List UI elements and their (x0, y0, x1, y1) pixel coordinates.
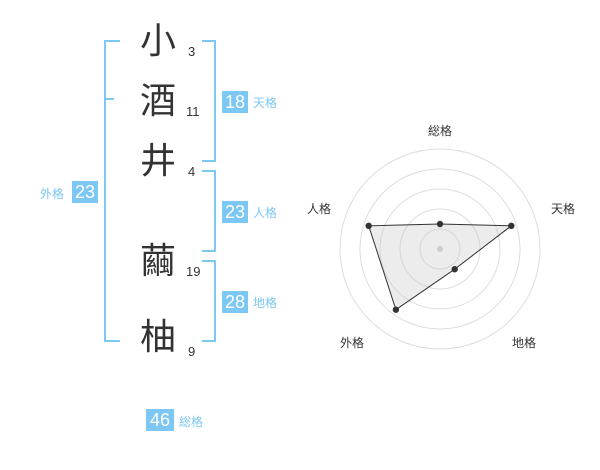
name-char-2: 酒 (140, 81, 177, 122)
name-char-4: 繭 (140, 241, 177, 282)
jinkaku-label: 人格 (253, 206, 278, 220)
stroke-count-4: 19 (186, 264, 201, 279)
gaikaku-bracket (104, 40, 120, 342)
soukaku-label: 総格 (179, 415, 204, 429)
radar-ring (359, 168, 521, 330)
radar-label-soukaku: 総格 (428, 124, 453, 138)
tenkaku-bracket (202, 40, 216, 162)
radar-point (365, 222, 372, 230)
name-char-3: 井 (140, 141, 177, 182)
chikaku-badge: 28 (222, 291, 248, 313)
tenkaku-label: 天格 (253, 96, 278, 110)
jinkaku-badge: 23 (222, 201, 248, 223)
gaikaku-label: 外格 (40, 187, 65, 201)
radar-grid (339, 148, 541, 350)
radar-polygon (368, 223, 513, 311)
radar-label-gaikaku: 外格 (340, 336, 365, 350)
radar-label-chikaku: 地格 (512, 336, 537, 350)
stroke-count-1: 3 (188, 44, 196, 59)
chikaku-bracket (202, 260, 216, 342)
jinkaku-bracket (202, 170, 216, 252)
radar-point (451, 266, 458, 273)
radar-label-tenkaku: 天格 (551, 202, 576, 216)
radar-ring (339, 148, 541, 350)
stroke-count-3: 4 (188, 164, 196, 179)
stroke-count-2: 11 (186, 104, 200, 119)
radar-center-dot (437, 246, 443, 252)
tenkaku-badge: 18 (222, 91, 248, 113)
radar-point (436, 220, 444, 228)
name-char-5: 柚 (140, 317, 177, 358)
stroke-count-5: 9 (188, 344, 196, 359)
radar-point (392, 306, 400, 313)
name-char-1: 小 (140, 21, 177, 62)
radar-ring (419, 228, 461, 270)
radar-ring (399, 208, 481, 290)
chikaku-label: 地格 (253, 296, 278, 310)
radar-ring (379, 188, 501, 310)
radar-label-jinkaku: 人格 (307, 202, 332, 216)
radar-points (365, 220, 515, 313)
radar-point (508, 222, 515, 230)
gaikaku-bracket-tick (104, 98, 114, 100)
soukaku-badge: 46 (146, 409, 174, 431)
gaikaku-badge: 23 (72, 181, 98, 203)
